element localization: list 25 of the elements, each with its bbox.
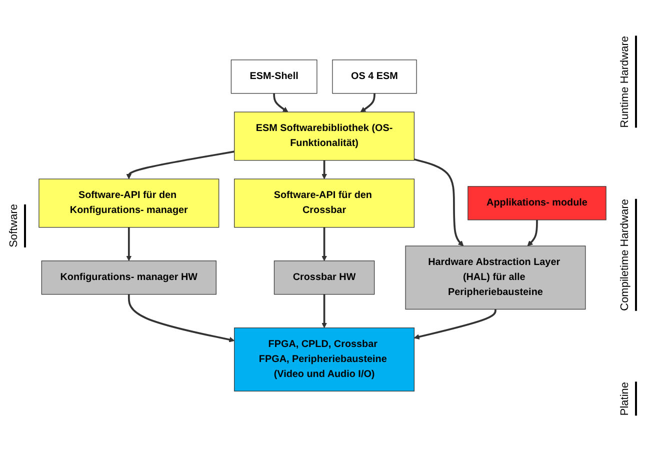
node-box: FPGA, CPLD, Crossbar FPGA, Peripheriebausteine (Video und Audio I/O) xyxy=(234,328,415,392)
section-label: Platine xyxy=(619,382,637,416)
arrow xyxy=(128,294,235,342)
arrow xyxy=(414,309,496,340)
section-label: Compiletime Hardware xyxy=(619,198,637,310)
arrow xyxy=(322,160,327,180)
node-box: ESM Softwarebibliothek (OS-Funktionalität) xyxy=(234,112,415,161)
arrow xyxy=(414,158,464,246)
arrow xyxy=(273,93,288,112)
section-label: Software xyxy=(8,204,26,248)
arrow xyxy=(322,227,327,262)
node-box: Software-API für den Konfigurations- manager xyxy=(38,178,220,228)
node-box: ESM-Shell xyxy=(230,60,318,94)
arrow xyxy=(527,220,538,246)
node-box: Software-API für den Crossbar xyxy=(234,178,415,228)
node-box: Applikations- module xyxy=(468,186,606,220)
arrow xyxy=(126,227,132,262)
arrow xyxy=(322,294,327,328)
node-box: OS 4 ESM xyxy=(332,60,417,94)
node-box: Crossbar HW xyxy=(274,260,375,295)
arrow xyxy=(126,150,234,180)
section-label: Runtime Hardware xyxy=(619,36,637,128)
arrow xyxy=(360,93,376,112)
node-box: Konfigurations- manager HW xyxy=(41,260,216,295)
node-box: Hardware Abstraction Layer (HAL) für alle Peripheriebausteine xyxy=(405,246,586,310)
